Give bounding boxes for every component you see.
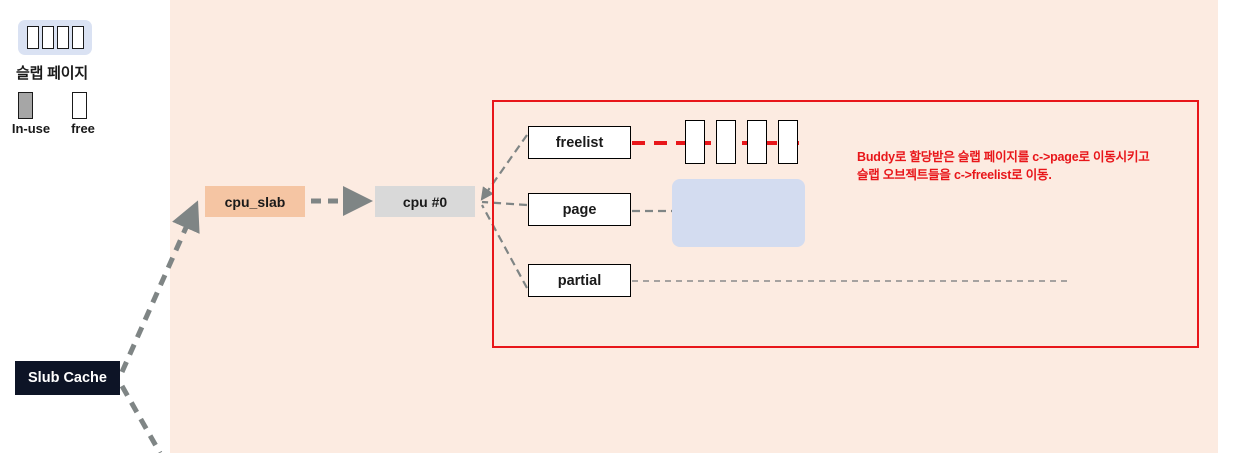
slab-object	[778, 120, 798, 164]
legend-inuse-swatch	[18, 92, 33, 119]
legend-slab-cell	[41, 26, 54, 49]
legend-free-swatch	[72, 92, 87, 119]
legend-slab-cell	[71, 26, 84, 49]
annotation-line-2: 슬랩 오브젝트들을 c->freelist로 이동.	[857, 168, 1052, 183]
legend-slab-page-label: 슬랩 페이지	[16, 65, 88, 82]
annotation-text: Buddy로 할당받은 슬랩 페이지를 c->page로 이동시키고 슬랩 오브…	[857, 148, 1187, 184]
annotation-line-1: Buddy로 할당받은 슬랩 페이지를 c->page로 이동시키고	[857, 150, 1150, 164]
legend-free-label: free	[71, 121, 95, 136]
highlight-region	[492, 100, 1199, 348]
legend: 슬랩 페이지 In-use free	[0, 0, 170, 150]
node-freelist[interactable]: freelist	[528, 126, 631, 159]
node-page[interactable]: page	[528, 193, 631, 226]
slab-object	[685, 120, 705, 164]
legend-slab-cell	[56, 26, 69, 49]
legend-slab-page-swatch	[18, 20, 92, 55]
node-slub-cache[interactable]: Slub Cache	[15, 361, 120, 395]
freelist-object-chain	[685, 120, 800, 164]
edge-slubcache-down	[119, 384, 163, 453]
node-partial[interactable]: partial	[528, 264, 631, 297]
legend-inuse-label: In-use	[11, 121, 51, 136]
slab-object	[747, 120, 767, 164]
node-cpu-slab[interactable]: cpu_slab	[205, 186, 305, 217]
legend-slab-cell	[26, 26, 39, 49]
slab-page-block	[672, 179, 805, 247]
slab-object	[716, 120, 736, 164]
node-cpu0[interactable]: cpu #0	[375, 186, 475, 217]
